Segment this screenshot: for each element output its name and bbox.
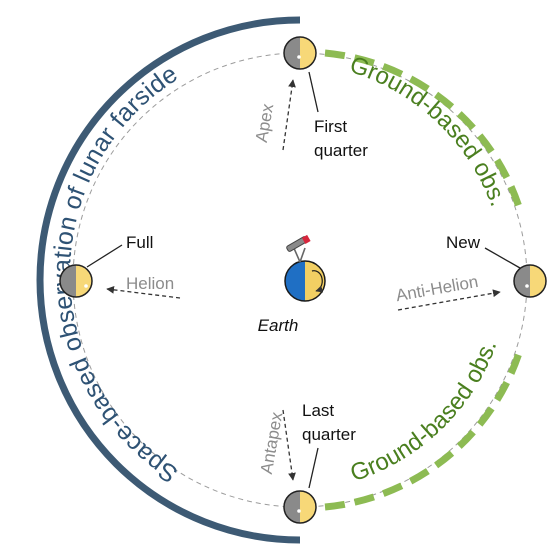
apex-label: Apex: [252, 102, 278, 144]
helion-arrow: [106, 285, 181, 299]
last-quarter-line2: quarter: [302, 425, 356, 444]
first-quarter-label: First quarter: [314, 117, 368, 160]
telescope-icon: [286, 234, 311, 263]
antapex-label: Antapex: [257, 410, 287, 475]
new-label: New: [446, 233, 481, 252]
moon-first-quarter: [283, 36, 317, 70]
helion-label: Helion: [126, 274, 174, 293]
full-pointer: [86, 244, 123, 268]
ground-based-text-bottom: Ground-based obs.: [347, 336, 502, 487]
ground-based-label-bottom: Ground-based obs.: [347, 336, 502, 487]
moon-new: [513, 264, 547, 298]
last-quarter-line1: Last: [302, 401, 334, 420]
full-label: Full: [126, 233, 153, 252]
last-quarter-pointer: [308, 447, 319, 489]
ground-based-arc-top: [324, 49, 524, 212]
earth: [284, 260, 326, 302]
earth-label: Earth: [258, 316, 299, 335]
last-quarter-label: Last quarter: [302, 401, 356, 444]
earth-rotation-arrow: [311, 270, 324, 293]
first-quarter-pointer: [308, 71, 319, 113]
ground-based-label-top: Ground-based obs.: [346, 51, 511, 210]
ground-based-text-top: Ground-based obs.: [346, 51, 511, 210]
moon-full: [59, 264, 93, 298]
first-quarter-line1: First: [314, 117, 347, 136]
space-based-observation-arc: [36, 16, 301, 544]
anti-helion-label: Anti-Helion: [394, 272, 479, 305]
antapex-arrow: [282, 409, 296, 481]
anti-helion-arrow: [397, 289, 501, 311]
ground-based-arc-bottom: [324, 348, 524, 511]
first-quarter-line2: quarter: [314, 141, 368, 160]
moon-last-quarter: [283, 490, 317, 524]
apex-arrow: [282, 79, 296, 151]
new-pointer: [484, 247, 521, 269]
